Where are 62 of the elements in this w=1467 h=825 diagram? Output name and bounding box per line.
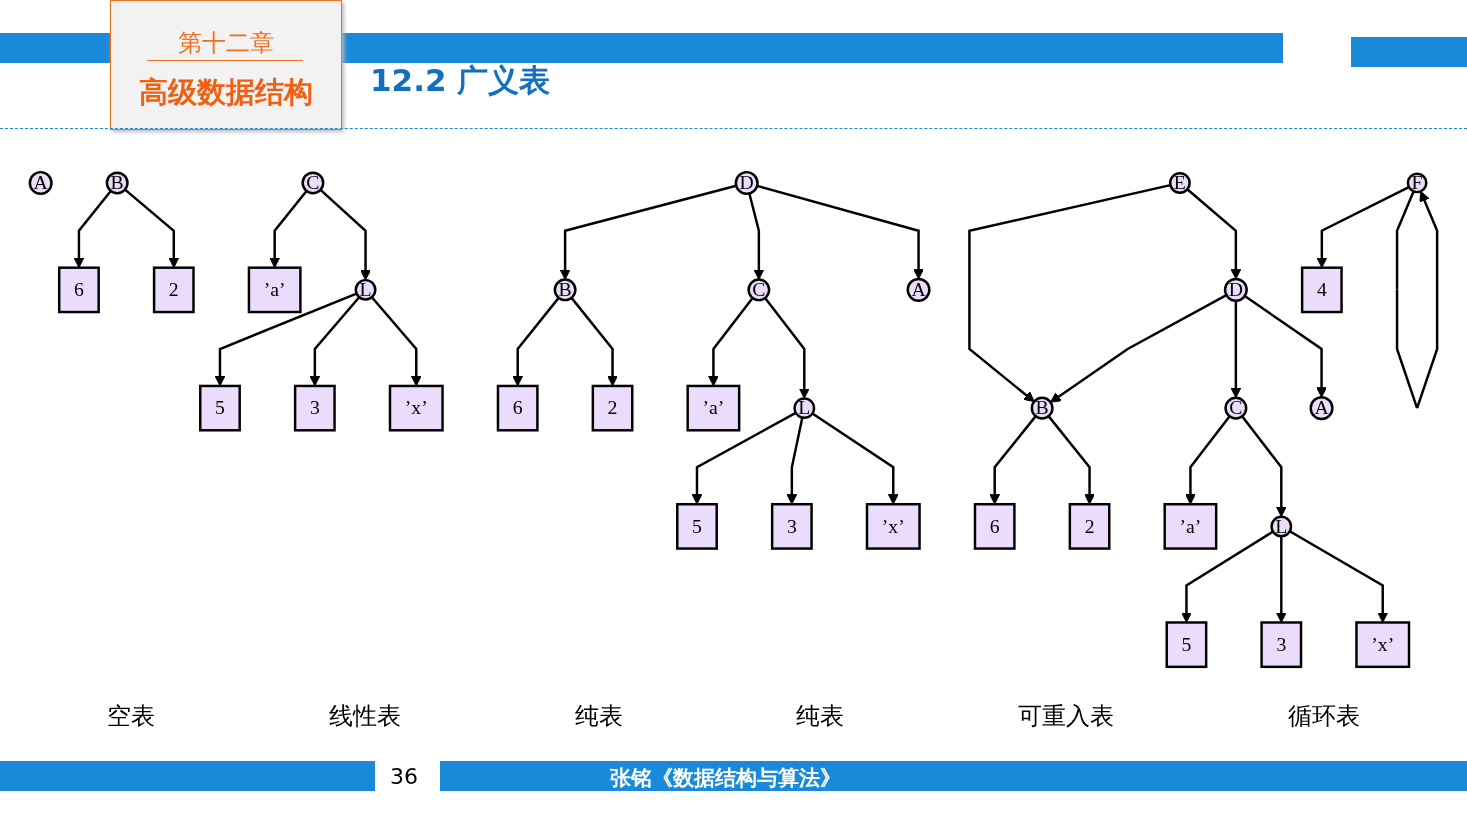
node-circle: B <box>1030 396 1054 420</box>
arrow <box>1289 530 1389 623</box>
node-circle: D <box>734 170 759 195</box>
caption-text: 纯表 <box>574 701 623 732</box>
arrow <box>989 415 1037 505</box>
arrow <box>1047 415 1095 505</box>
node-box: 5 <box>1165 621 1208 669</box>
node-circle: A <box>28 170 53 195</box>
arrow <box>811 412 899 505</box>
caption-text: 线性表 <box>328 701 401 732</box>
caption-text: 纯表 <box>796 701 845 732</box>
arrow <box>1185 415 1231 505</box>
chapter-number: 第十二章 <box>177 28 275 59</box>
caption-text: 循环表 <box>1288 701 1361 732</box>
node-circle: B <box>553 278 577 302</box>
arrow <box>691 411 797 505</box>
arrow <box>1244 295 1327 398</box>
node-circle: L <box>793 397 816 420</box>
arrow <box>1181 530 1274 623</box>
caption-text: 可重入表 <box>1018 701 1115 732</box>
node-box: 3 <box>293 384 336 432</box>
node-box: ’x’ <box>865 503 921 550</box>
node-box: ’a’ <box>686 384 741 432</box>
arrow <box>786 417 804 505</box>
slide-title: 12.2 广义表 <box>370 61 551 100</box>
node-box: ’a’ <box>247 266 302 314</box>
node-box: 3 <box>770 503 813 550</box>
footer-text: 张铭《数据结构与算法》 <box>610 765 841 792</box>
node-box: 4 <box>1300 266 1343 314</box>
node-box: 2 <box>591 384 634 432</box>
arrow <box>1275 536 1287 623</box>
node-box: 6 <box>58 266 100 314</box>
chapter-title: 高级数据结构 <box>138 74 314 111</box>
arrow <box>968 183 1171 403</box>
node-box: ’a’ <box>1163 503 1218 550</box>
node-circle: C <box>1224 396 1248 420</box>
arrow <box>1050 293 1227 403</box>
node-circle: L <box>354 278 377 301</box>
node-circle: E <box>1168 172 1191 194</box>
node-box: 5 <box>676 503 718 550</box>
caption-text: 空表 <box>106 701 155 732</box>
node-box: 6 <box>496 384 539 432</box>
node-box: 5 <box>199 384 241 432</box>
arrow <box>756 184 924 280</box>
node-circle: L <box>1270 515 1293 538</box>
node-box: 2 <box>152 266 195 314</box>
node-circle: C <box>301 171 325 195</box>
node-circle: D <box>1223 277 1248 302</box>
arrow <box>319 188 371 281</box>
node-box: ’x’ <box>1355 621 1411 669</box>
node-circle: B <box>105 171 129 195</box>
node-box: ’x’ <box>388 384 444 432</box>
node-box: 3 <box>1260 621 1303 669</box>
node-circle: C <box>747 278 771 302</box>
page-number: 36 <box>390 764 418 789</box>
node-box: 6 <box>973 503 1016 550</box>
arrow <box>1186 188 1242 280</box>
node-circle: A <box>906 277 931 302</box>
arrow <box>764 297 810 399</box>
node-circle: F <box>1406 172 1428 194</box>
node-box: 2 <box>1068 503 1111 550</box>
node-circle: A <box>1309 396 1334 421</box>
